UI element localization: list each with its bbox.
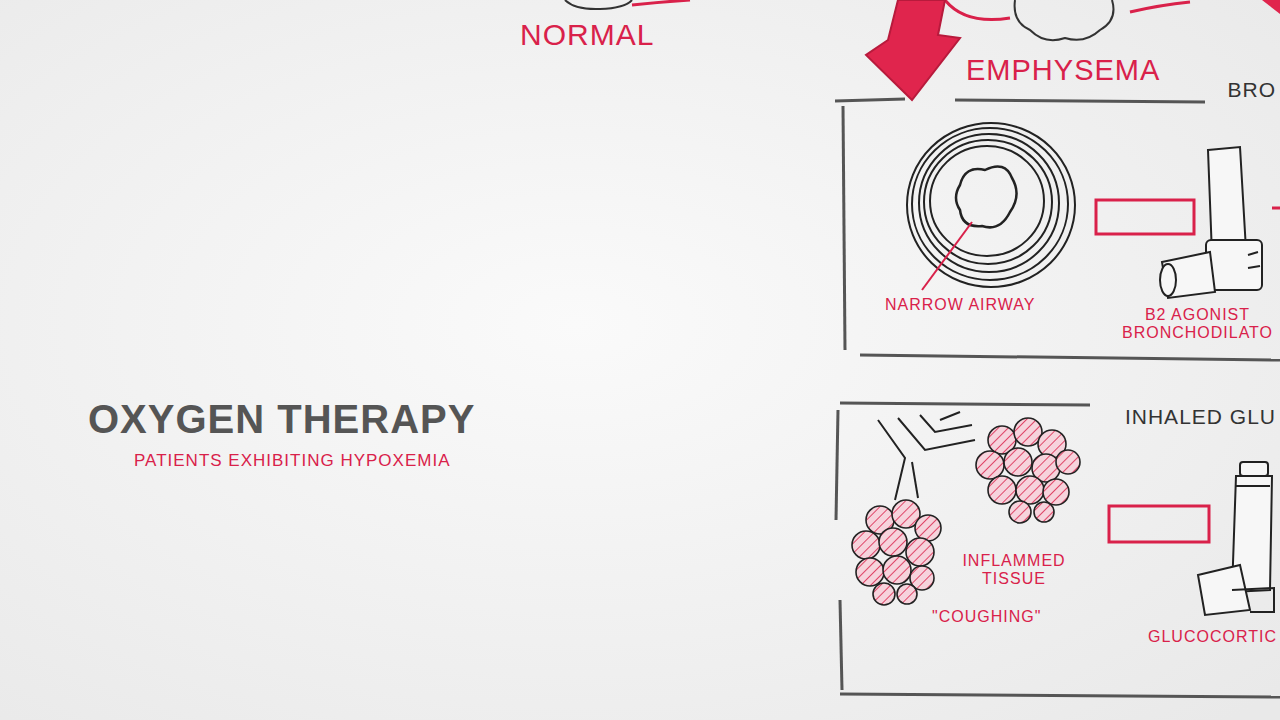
inhaler-icon (1160, 147, 1262, 298)
emphysema-alveoli (1015, 0, 1114, 40)
red-curve (1130, 2, 1190, 12)
airway-cross-section (907, 123, 1075, 287)
airway-label: NARROW AIRWAY (885, 296, 1075, 314)
panel-frame (835, 99, 1280, 360)
equals-box (1096, 200, 1194, 234)
bronchiole (878, 412, 975, 500)
red-stroke (632, 0, 690, 5)
panel-heading: BRO (1227, 78, 1276, 102)
normal-label: NORMAL (520, 18, 720, 53)
section-heading: OXYGEN THERAPY (88, 396, 508, 442)
panel-heading: INHALED GLU (1125, 405, 1276, 429)
red-mark (1262, 0, 1280, 14)
alveoli-cluster (852, 500, 941, 605)
drug-label: GLUCOCORTIC (1148, 628, 1276, 646)
normal-lung-edge (565, 0, 632, 9)
panel-frame (836, 403, 1280, 697)
red-stroke (1272, 207, 1280, 210)
red-curve (945, 0, 1010, 20)
inhaler-icon (1198, 462, 1274, 615)
leader-line (922, 222, 972, 290)
red-arrow (866, 0, 960, 100)
equals-box (1109, 506, 1209, 542)
symptom-label: "COUGHING" (932, 608, 1072, 626)
alveoli-cluster (976, 418, 1080, 523)
drug-label: B2 AGONIST BRONCHODILATO (1120, 306, 1275, 343)
tissue-label: INFLAMMED TISSUE (950, 552, 1078, 589)
glucocorticoid-panel: INHALED GLU (838, 402, 1280, 695)
indication-label: PATIENTS EXHIBITING HYPOXEMIA (134, 451, 554, 471)
emphysema-label: EMPHYSEMA (966, 54, 1196, 87)
